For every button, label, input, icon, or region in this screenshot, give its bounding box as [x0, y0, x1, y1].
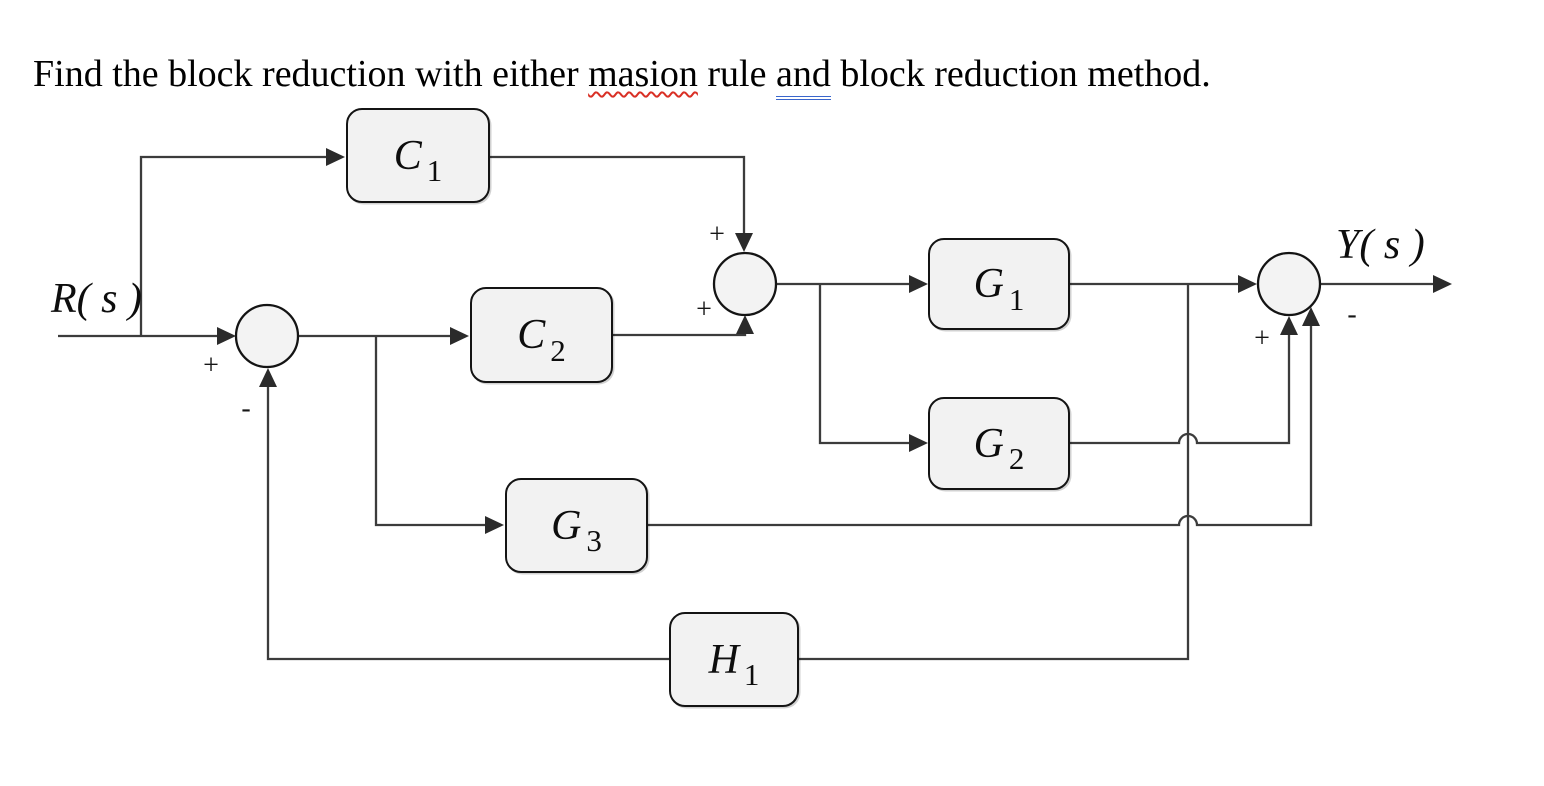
sum-junction-1	[234, 303, 300, 369]
arrowheads	[217, 148, 1452, 534]
block-h1-subscript: 1	[743, 657, 760, 692]
block-g3-label: G	[551, 502, 582, 549]
wire-branch-to-c1	[139, 155, 326, 336]
sum-junction-3	[1256, 251, 1322, 317]
wire-h1-to-sum1	[266, 387, 669, 661]
title-suffix: block reduction method.	[830, 53, 1211, 95]
block-c2-label: C	[517, 312, 546, 358]
arrow-output-icon	[1433, 275, 1452, 293]
output-signal-label: Y( s )	[1336, 222, 1425, 268]
block-c1-label: C	[393, 132, 422, 179]
block-c1-subscript: 1	[426, 153, 443, 188]
sum3-g3-sign: -	[1347, 299, 1357, 330]
block-c2-subscript: 2	[550, 332, 566, 368]
sum1-input-sign: +	[203, 350, 219, 381]
wire-c2-to-sum2	[613, 330, 747, 337]
sum2-top-sign: +	[709, 219, 725, 250]
block-g3-subscript: 3	[586, 523, 602, 558]
wire-c1-to-sum2	[490, 155, 746, 233]
arrow-c2-into-sum2-icon	[736, 315, 754, 334]
wire-branch-to-g2	[818, 284, 909, 445]
block-g1-subscript: 1	[1008, 281, 1025, 317]
wire-g3-to-sum3	[648, 326, 1313, 527]
grammar-flagged-word: and	[775, 53, 831, 100]
title-prefix: Find the block reduction with either	[33, 53, 589, 95]
problem-statement: Find the block reduction with either mas…	[33, 53, 1211, 100]
title-middle: rule	[697, 53, 776, 95]
arrow-g3-into-sum3-icon	[1302, 307, 1320, 326]
arrow-into-g1-icon	[909, 275, 928, 293]
arrow-into-g2-icon	[909, 434, 928, 452]
arrow-feedback-into-sum1-icon	[259, 368, 277, 387]
arrow-g1-into-sum3-icon	[1238, 275, 1257, 293]
arrow-into-g3-icon	[485, 516, 504, 534]
block-g2-subscript: 2	[1008, 441, 1025, 476]
wire-tap-to-h1	[799, 284, 1190, 661]
sum1-feedback-sign: -	[241, 393, 251, 424]
wire-g2-to-sum3	[1070, 335, 1291, 445]
block-g1-label: G	[973, 261, 1004, 307]
input-signal-label: R( s )	[51, 276, 142, 322]
misspelled-word: masion	[588, 53, 698, 95]
block-h1-label: H	[708, 636, 739, 683]
arrow-c1-into-sum2-icon	[735, 233, 753, 252]
arrow-into-c1-icon	[326, 148, 345, 166]
wire-branch-to-g3	[374, 336, 485, 527]
arrow-into-c2-icon	[450, 327, 469, 345]
sum3-g2-sign: +	[1254, 323, 1270, 354]
block-g2-label: G	[973, 420, 1004, 467]
sum-junction-2	[712, 251, 778, 317]
arrow-g2-into-sum3-icon	[1280, 316, 1298, 335]
sum2-bottom-sign: +	[696, 294, 712, 325]
arrow-into-sum1-icon	[217, 327, 236, 345]
